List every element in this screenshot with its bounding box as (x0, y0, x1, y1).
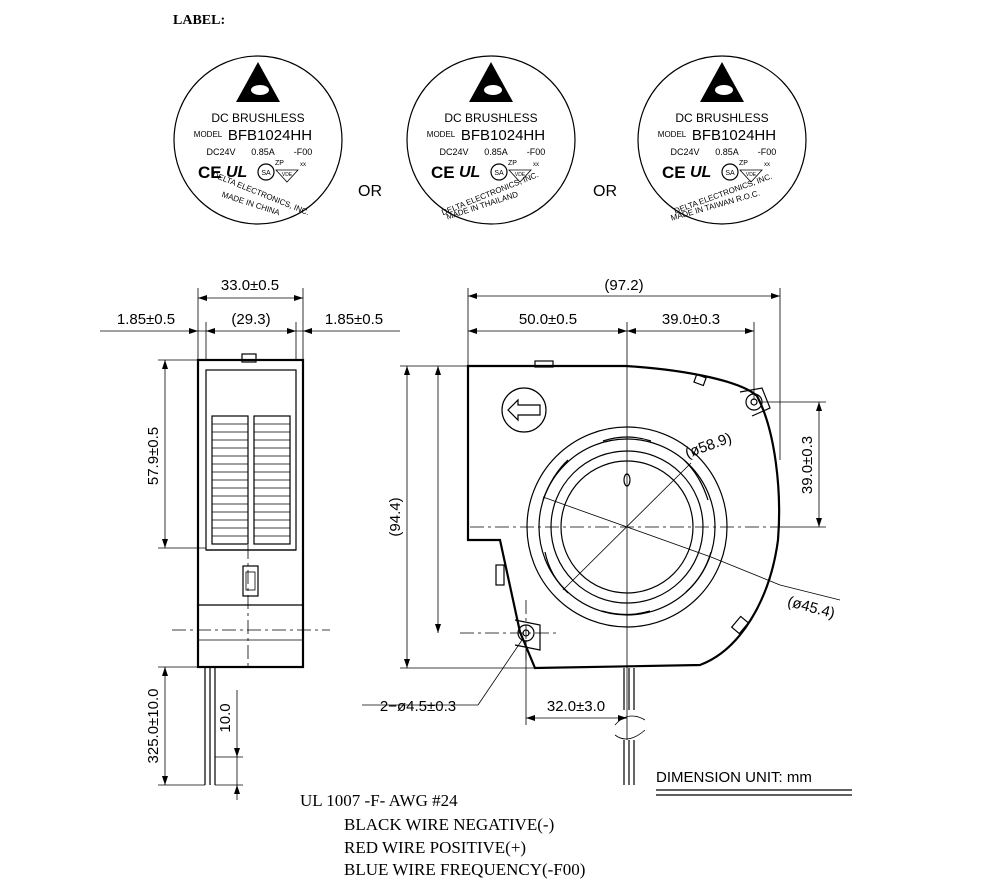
wire-spec-red: RED WIRE POSITIVE(+) (344, 838, 526, 857)
ce-mark-icon: CE (431, 163, 455, 182)
label-rating-a: 0.85A (251, 147, 275, 157)
dim-width-total: 33.0±0.5 (221, 277, 279, 294)
dim-mount-holes: 2−ø4.5±0.3 (380, 698, 456, 715)
dim-hole-to-center-h: 32.0±3.0 (547, 698, 605, 715)
svg-text:VDE: VDE (746, 172, 757, 178)
wire-spec-blue: BLUE WIRE FREQUENCY(-F00) (344, 860, 585, 879)
label-model: BFB1024HH (461, 127, 545, 144)
ul-mark-icon: UL (690, 164, 711, 181)
vde-mark-icon: VDE (275, 169, 299, 183)
label-model-prefix: MODEL (427, 130, 456, 139)
rotation-arrow-icon (501, 387, 547, 433)
dim-dia-outer: (ø58.9) (683, 430, 734, 463)
label-model: BFB1024HH (228, 127, 312, 144)
dim-flange-left: 1.85±0.5 (117, 311, 175, 328)
svg-text:VDE: VDE (282, 172, 293, 178)
label-suffix: -F00 (294, 147, 313, 157)
csa-mark-icon: SA (490, 163, 508, 181)
dim-flange-right: 1.85±0.5 (325, 311, 383, 328)
label-rating-v: DC24V (439, 147, 468, 157)
side-view: 33.0±0.5 (29.3) 1.85±0.5 1.85±0.5 (100, 277, 400, 800)
ul-mark-icon: UL (226, 164, 247, 181)
label-line1: DC BRUSHLESS (675, 111, 768, 125)
dim-hole-to-center-v: 39.0±0.3 (799, 436, 816, 494)
xx-mark: xx (533, 162, 539, 168)
ce-mark-icon: CE (198, 163, 222, 182)
xx-mark: xx (300, 162, 306, 168)
dim-lead-length: 325.0±10.0 (145, 689, 162, 764)
label-rating-v: DC24V (670, 147, 699, 157)
dim-overall-height: (94.4) (387, 497, 404, 536)
label-outline (406, 55, 576, 225)
delta-logo-icon (700, 62, 744, 102)
wire-spec-title: UL 1007 -F- AWG #24 (300, 791, 458, 810)
label-taiwan: DC BRUSHLESS MODEL BFB1024HH DC24V 0.85A… (637, 55, 807, 225)
impeller-blades (542, 436, 712, 616)
label-line1: DC BRUSHLESS (444, 111, 537, 125)
label-rating-a: 0.85A (715, 147, 739, 157)
label-rating-a: 0.85A (484, 147, 508, 157)
wire-spec-black: BLACK WIRE NEGATIVE(-) (344, 815, 554, 834)
zp-mark: ZP (508, 160, 517, 167)
xx-mark: xx (764, 162, 770, 168)
dim-center-to-hole: 39.0±0.3 (662, 311, 720, 328)
vde-mark-icon: VDE (508, 169, 532, 183)
label-model-prefix: MODEL (194, 130, 223, 139)
csa-mark-icon: SA (257, 163, 275, 181)
svg-text:SA: SA (261, 170, 271, 177)
label-china: DC BRUSHLESS MODEL BFB1024HH DC24V 0.85A… (173, 55, 343, 225)
or-text-1: OR (358, 183, 382, 200)
svg-text:SA: SA (494, 170, 504, 177)
svg-text:VDE: VDE (515, 172, 526, 178)
delta-logo-icon (469, 62, 513, 102)
label-thailand: DC BRUSHLESS MODEL BFB1024HH DC24V 0.85A… (406, 55, 576, 225)
delta-logo-icon (236, 62, 280, 102)
csa-mark-icon: SA (721, 163, 739, 181)
label-model: BFB1024HH (692, 127, 776, 144)
side-fins (211, 415, 291, 545)
dim-height-side: 57.9±0.5 (145, 427, 162, 485)
dim-to-center: 50.0±0.5 (519, 311, 577, 328)
label-outline (637, 55, 807, 225)
svg-text:SA: SA (725, 170, 735, 177)
ul-mark-icon: UL (459, 164, 480, 181)
label-line1: DC BRUSHLESS (211, 111, 304, 125)
dim-strip-length: 10.0 (217, 703, 234, 732)
dim-overall-width: (97.2) (604, 277, 643, 294)
front-view: (97.2) 50.0±0.5 39.0±0.3 (362, 277, 841, 785)
zp-mark: ZP (275, 160, 284, 167)
label-outline (173, 55, 343, 225)
zp-mark: ZP (739, 160, 748, 167)
label-heading: LABEL: (173, 13, 225, 28)
or-text-2: OR (593, 183, 617, 200)
label-suffix: -F00 (527, 147, 546, 157)
label-suffix: -F00 (758, 147, 777, 157)
ce-mark-icon: CE (662, 163, 686, 182)
front-wires (614, 668, 646, 785)
vde-mark-icon: VDE (739, 169, 763, 183)
dim-width-inner: (29.3) (231, 311, 270, 328)
label-rating-v: DC24V (206, 147, 235, 157)
dimension-unit: DIMENSION UNIT: mm (656, 769, 812, 786)
label-model-prefix: MODEL (658, 130, 687, 139)
